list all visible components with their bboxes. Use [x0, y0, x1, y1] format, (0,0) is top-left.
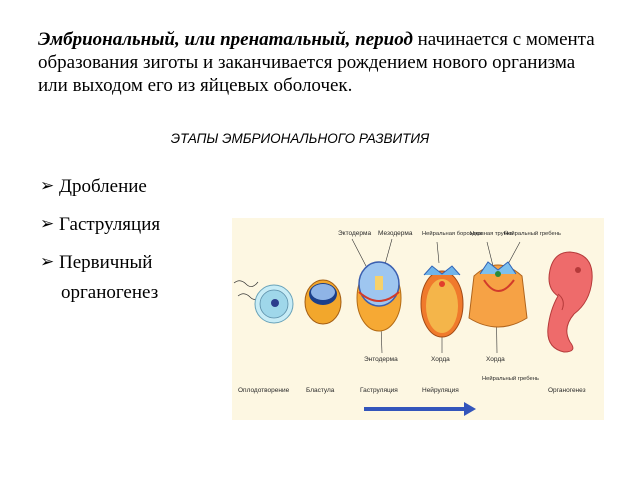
- list-item: ➢Первичный: [40, 252, 160, 290]
- section-subtitle: ЭТАПЫ ЭМБРИОНАЛЬНОГО РАЗВИТИЯ: [0, 131, 600, 146]
- intro-paragraph: Эмбриональный, или пренатальный, период …: [38, 28, 608, 97]
- zygote-illustration: [233, 280, 294, 324]
- blastula-illustration: [304, 279, 342, 325]
- late-neurula-illustration: [468, 261, 528, 328]
- intro-text: начинается с момента образования зиготы …: [38, 29, 595, 96]
- label-endoderm: Энтодерма: [364, 356, 398, 363]
- list-item-text: Дробление: [59, 176, 147, 197]
- label-neural-crest-top: Нейральный гребень: [504, 230, 561, 237]
- list-item: ➢Дробление: [40, 176, 160, 214]
- arrow-bullet-icon: ➢: [40, 176, 55, 196]
- list-item-text: Первичный: [59, 252, 153, 273]
- gastrula-illustration: [356, 261, 402, 332]
- intro-term: Эмбриональный, или пренатальный, период: [38, 29, 413, 50]
- label-neural-crest-bottom: Нейральный гребень: [482, 375, 539, 382]
- label-neural-groove: Нейральная бороздка: [422, 230, 482, 237]
- label-mesoderm: Мезодерма: [378, 230, 413, 237]
- label-fertilization: Оплодотворение: [238, 387, 290, 394]
- list-item: ➢Гаструляция: [40, 214, 160, 252]
- list-item-text: органогенез: [61, 282, 159, 303]
- stage-list: ➢Дробление ➢Гаструляция ➢Первичный орган…: [40, 176, 160, 320]
- list-item-text: Гаструляция: [59, 214, 161, 235]
- label-notochord-2: Хорда: [486, 356, 505, 363]
- embryo-stages-figure: Эктодерма Мезодерма Нейральная бороздка …: [232, 218, 604, 420]
- label-notochord-1: Хорда: [431, 356, 450, 363]
- label-neurulation: Нейруляция: [422, 386, 459, 394]
- neurula-illustration: [420, 265, 464, 338]
- label-ectoderm: Эктодерма: [338, 230, 371, 237]
- label-neural-tube: Нервная трубка: [470, 231, 514, 237]
- list-item-continuation: органогенез: [40, 282, 160, 320]
- embryo-stages-svg: Эктодерма Мезодерма Нейральная бороздка …: [233, 230, 593, 416]
- label-gastrulation: Гаструляция: [360, 387, 398, 394]
- organogenesis-embryo-illustration: [547, 251, 593, 353]
- arrow-bullet-icon: ➢: [40, 214, 55, 234]
- label-blastula: Бластула: [306, 387, 335, 394]
- progress-arrow-icon: [364, 402, 476, 416]
- label-organogenesis: Органогенез: [548, 387, 586, 394]
- arrow-bullet-icon: ➢: [40, 252, 55, 272]
- subtitle-text: ЭТАПЫ ЭМБРИОНАЛЬНОГО РАЗВИТИЯ: [170, 131, 430, 146]
